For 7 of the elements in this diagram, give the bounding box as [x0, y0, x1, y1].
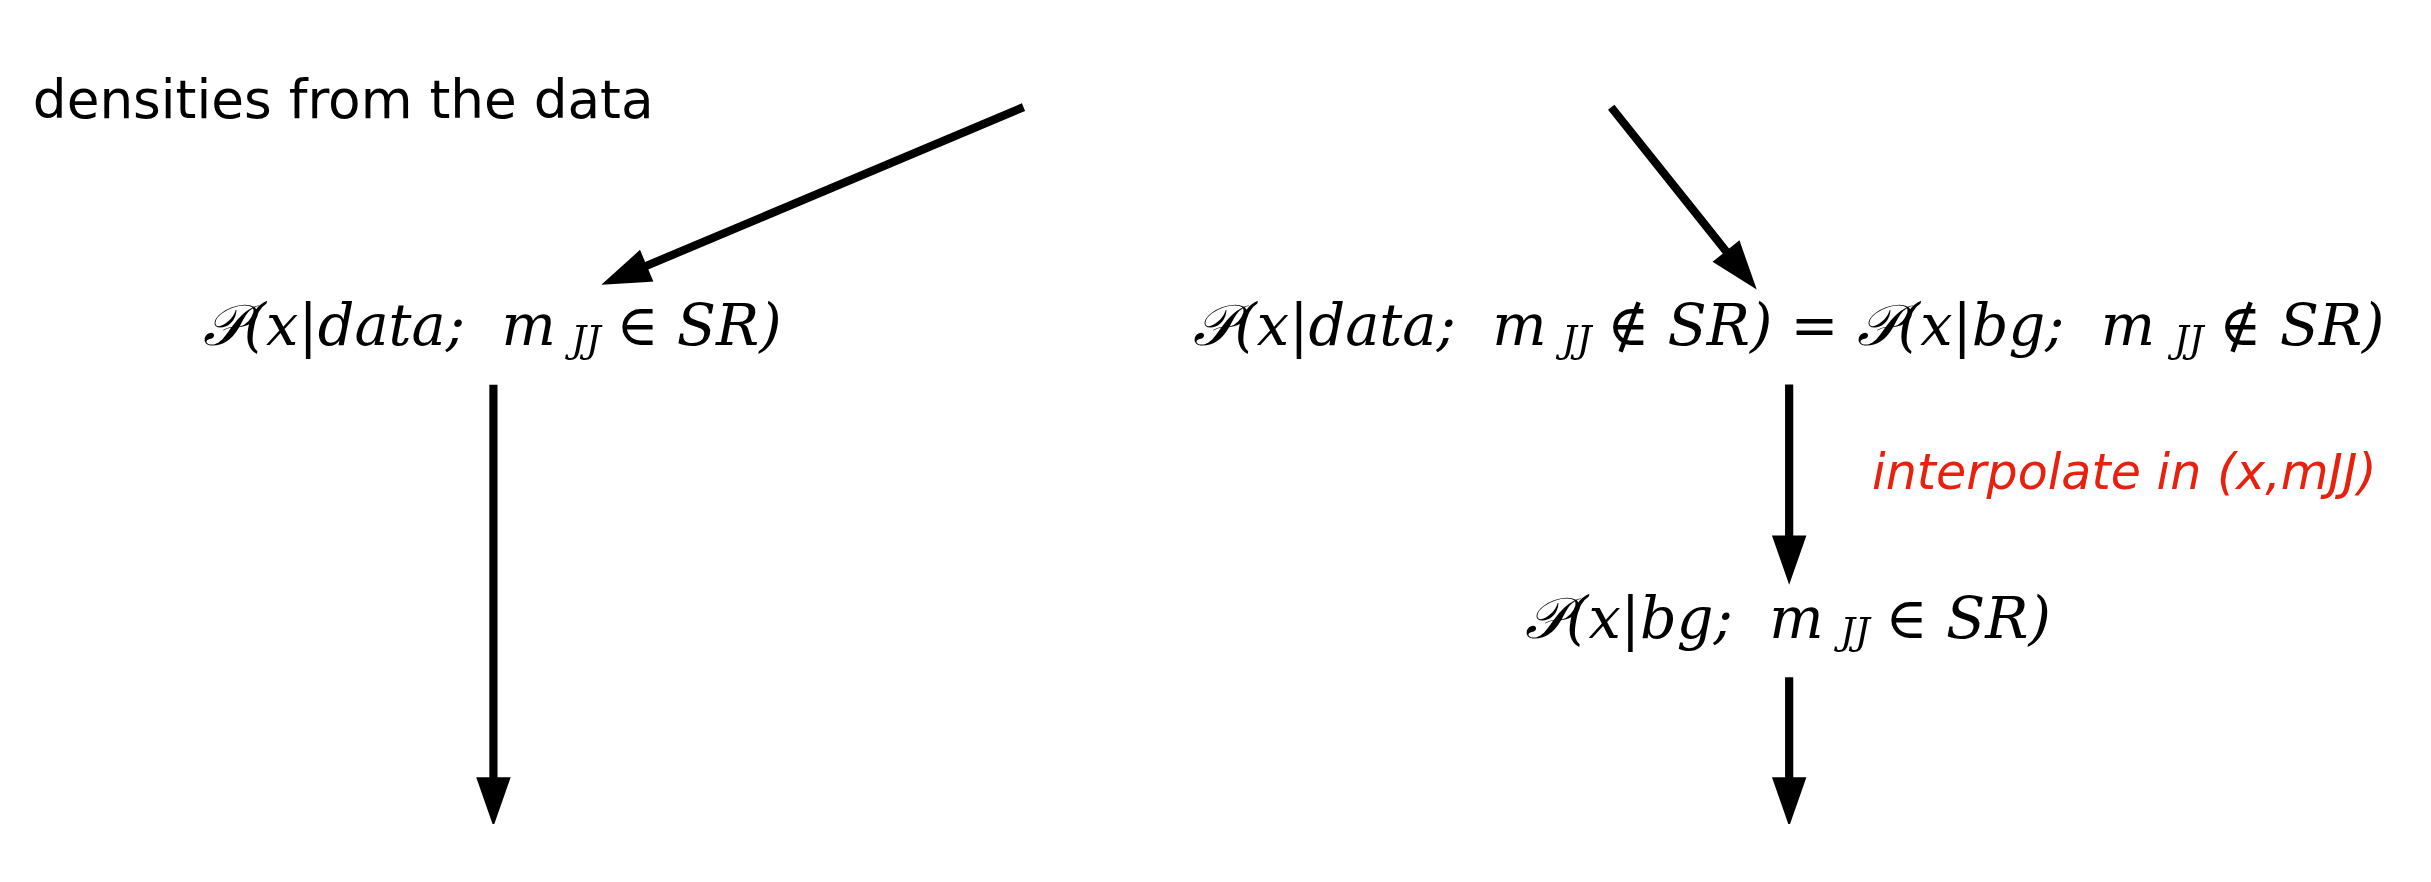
label: densities from the data: [32, 68, 654, 131]
arrow: [1771, 384, 1807, 585]
arrow: [476, 384, 511, 824]
edge-label: interpolate in (x,mJJ): [1872, 442, 2377, 501]
arrow: [601, 102, 1026, 285]
arrow: [1608, 104, 1757, 290]
arrow: [1771, 676, 1807, 824]
